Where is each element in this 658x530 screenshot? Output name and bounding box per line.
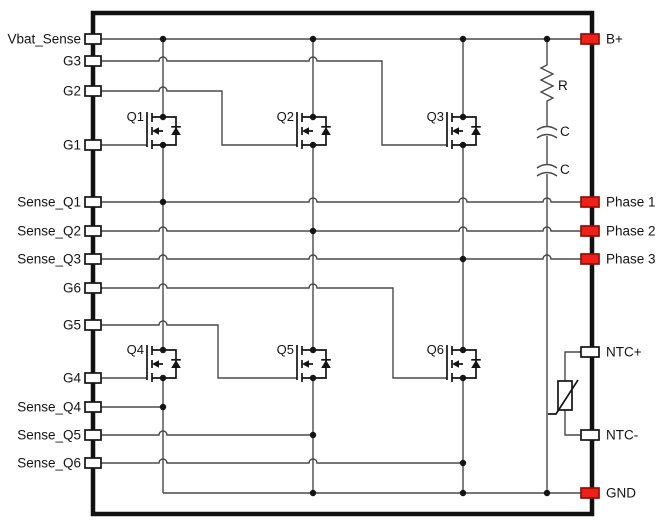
net-g5 — [101, 320, 297, 379]
pin-phase2: Phase 2 — [580, 224, 656, 239]
pin-sense-q3: Sense_Q3 — [17, 252, 102, 267]
capacitor-1-symbol — [536, 125, 558, 139]
pin-phase2-label: Phase 2 — [606, 224, 656, 239]
net-phase2-senseq2 — [101, 226, 582, 232]
pin-g1: G1 — [63, 138, 102, 153]
capacitor-2-label: C — [560, 162, 570, 177]
pin-g4-label: G4 — [63, 371, 82, 386]
pin-gnd: GND — [580, 486, 636, 501]
net-sense-q6 — [101, 458, 463, 464]
junction-dots — [159, 35, 551, 497]
pin-vbat-sense: Vbat_Sense — [7, 32, 102, 47]
mosfet-q2-label: Q2 — [277, 109, 294, 124]
mosfet-q4 — [146, 344, 182, 383]
pin-phase1: Phase 1 — [580, 195, 656, 210]
mosfet-q6-label: Q6 — [427, 342, 444, 357]
mosfet-q1 — [146, 111, 182, 150]
module-outline — [90, 10, 595, 517]
pin-ntc-minus-label: NTC- — [606, 428, 638, 443]
pin-sense-q6: Sense_Q6 — [17, 456, 102, 471]
pin-ntc-plus: NTC+ — [580, 345, 642, 360]
mosfet-q2 — [296, 111, 332, 150]
pin-g6-label: G6 — [63, 281, 81, 296]
pin-sense-q1-label: Sense_Q1 — [17, 195, 81, 210]
thermistor-symbol — [548, 379, 579, 415]
mosfet-q5-label: Q5 — [277, 342, 294, 357]
pin-g1-label: G1 — [63, 138, 81, 153]
pin-sense-q2: Sense_Q2 — [17, 224, 102, 239]
pin-g3-label: G3 — [63, 54, 81, 69]
pin-g3: G3 — [63, 54, 102, 69]
pin-sense-q3-label: Sense_Q3 — [17, 252, 81, 267]
pin-sense-q4-label: Sense_Q4 — [17, 400, 81, 415]
pin-sense-q4: Sense_Q4 — [17, 400, 102, 415]
pin-sense-q5-label: Sense_Q5 — [17, 428, 81, 443]
pin-phase3: Phase 3 — [580, 252, 656, 267]
mosfet-q3-label: Q3 — [427, 109, 444, 124]
resistor-label: R — [558, 78, 568, 93]
pin-phase3-label: Phase 3 — [606, 252, 656, 267]
pin-g4: G4 — [63, 371, 102, 386]
pin-gnd-label: GND — [606, 486, 636, 501]
capacitor-2-symbol — [536, 163, 558, 177]
pin-ntc-plus-label: NTC+ — [606, 345, 642, 360]
capacitor-1-label: C — [560, 124, 570, 139]
pin-g2-label: G2 — [63, 84, 81, 99]
pin-sense-q5: Sense_Q5 — [17, 428, 102, 443]
pin-sense-q2-label: Sense_Q2 — [17, 224, 81, 239]
pin-b-plus: B+ — [580, 32, 623, 47]
pin-g2: G2 — [63, 84, 102, 99]
pin-sense-q6-label: Sense_Q6 — [17, 456, 81, 471]
net-g6 — [101, 283, 447, 379]
mosfet-q3 — [446, 111, 482, 150]
pin-ntc-minus: NTC- — [580, 428, 638, 443]
ntc-branch-wire — [564, 351, 582, 436]
pin-sense-q1: Sense_Q1 — [17, 195, 102, 210]
resistor-symbol — [539, 39, 555, 493]
mosfet-q1-label: Q1 — [127, 109, 144, 124]
net-phase1-senseq1 — [101, 197, 582, 203]
pin-g5: G5 — [63, 318, 102, 333]
mosfet-q4-label: Q4 — [127, 342, 144, 357]
mosfet-q6 — [446, 344, 482, 383]
pin-g5-label: G5 — [63, 318, 81, 333]
mosfet-q5 — [296, 344, 332, 383]
pin-b-plus-label: B+ — [606, 32, 623, 47]
net-g2 — [101, 86, 297, 146]
pin-g6: G6 — [63, 281, 102, 296]
pin-phase1-label: Phase 1 — [606, 195, 656, 210]
net-sense-q5 — [101, 430, 313, 436]
net-g3 — [101, 56, 447, 146]
pin-vbat-sense-label: Vbat_Sense — [7, 32, 81, 47]
net-phase3-senseq3 — [101, 254, 582, 260]
